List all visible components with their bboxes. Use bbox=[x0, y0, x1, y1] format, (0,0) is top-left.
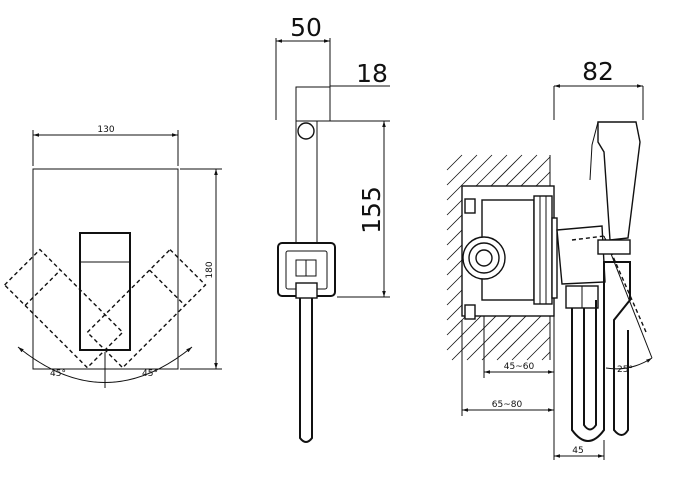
section-outer-label: 65~80 bbox=[492, 400, 523, 410]
side-plate-label: 18 bbox=[356, 59, 388, 88]
section-top-label: 82 bbox=[582, 57, 614, 86]
section-port-inner bbox=[475, 249, 493, 267]
side-depth-label: 50 bbox=[290, 13, 322, 42]
front-left-angle-label: 45° bbox=[50, 369, 66, 379]
section-spray-trigger bbox=[589, 121, 599, 181]
section-hose-loop-right bbox=[603, 261, 631, 436]
side-hose-coupling bbox=[295, 282, 318, 299]
section-angle-ref bbox=[603, 235, 653, 359]
section-cover-plate bbox=[551, 217, 558, 299]
section-inner-label: 45~60 bbox=[504, 362, 535, 372]
side-knob bbox=[297, 122, 315, 140]
section-screw-bottom bbox=[464, 304, 476, 320]
front-height-label: 180 bbox=[205, 261, 215, 278]
section-spray-head bbox=[597, 121, 641, 241]
front-width-label: 130 bbox=[97, 125, 114, 135]
side-height-label: 155 bbox=[357, 186, 386, 234]
section-hose-loop-inner bbox=[583, 300, 597, 431]
side-view: 50 18 155 bbox=[275, 13, 390, 443]
section-lever-rotated bbox=[571, 235, 647, 333]
section-angle-label: 25° bbox=[617, 365, 633, 375]
section-bottom-label: 45 bbox=[572, 446, 583, 456]
section-screw-top bbox=[464, 198, 476, 214]
side-top-block bbox=[295, 86, 331, 122]
section-spray-collar bbox=[597, 239, 631, 255]
side-hose bbox=[299, 298, 313, 443]
section-lever bbox=[556, 225, 606, 285]
front-faceplate bbox=[32, 168, 179, 370]
section-hose-loop-outer bbox=[571, 300, 605, 442]
section-view: 25° 82 45~60 65~80 45 bbox=[446, 57, 653, 460]
front-view: 130 180 45° 45° bbox=[3, 125, 222, 388]
section-mixer-flange bbox=[533, 195, 553, 305]
section-angle-arc bbox=[605, 357, 653, 370]
front-right-angle-label: 45° bbox=[142, 369, 158, 379]
